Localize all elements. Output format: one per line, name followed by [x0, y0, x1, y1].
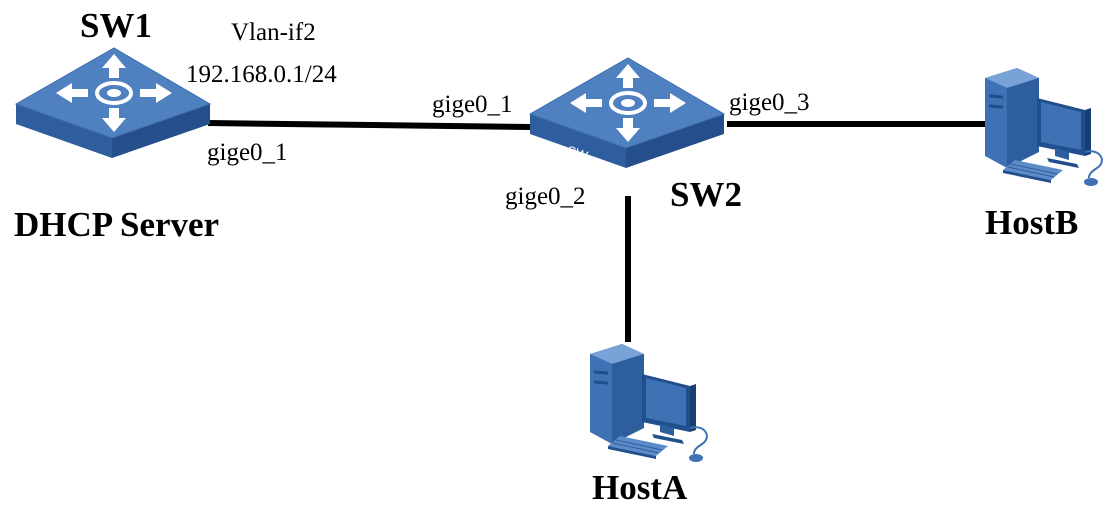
sw1-port-label: gige0_1 [207, 139, 288, 166]
sw1-switch-icon: SW [14, 46, 212, 164]
sw1-name-label: SW1 [80, 6, 152, 45]
sw1-ip-label: 192.168.0.1/24 [186, 61, 337, 88]
sw2-port2-label: gige0_2 [505, 183, 586, 210]
sw1-vlan-label: Vlan-if2 [231, 19, 316, 46]
sw1-badge: SW [41, 143, 66, 164]
hosta-desktop-pc-icon [589, 343, 708, 463]
sw2-switch-icon: SW [528, 56, 726, 170]
hostb-name-label: HostB [985, 203, 1079, 242]
sw2-port3-label: gige0_3 [729, 89, 810, 116]
sw2-badge: SW [565, 143, 590, 164]
link-sw1-sw2 [207, 120, 531, 130]
sw2-name-label: SW2 [670, 175, 742, 214]
hosta-name-label: HostA [592, 468, 688, 507]
hostb-desktop-pc-icon [984, 67, 1103, 187]
dhcp-server-label: DHCP Server [14, 205, 220, 244]
sw2-port1-label: gige0_1 [432, 91, 513, 118]
